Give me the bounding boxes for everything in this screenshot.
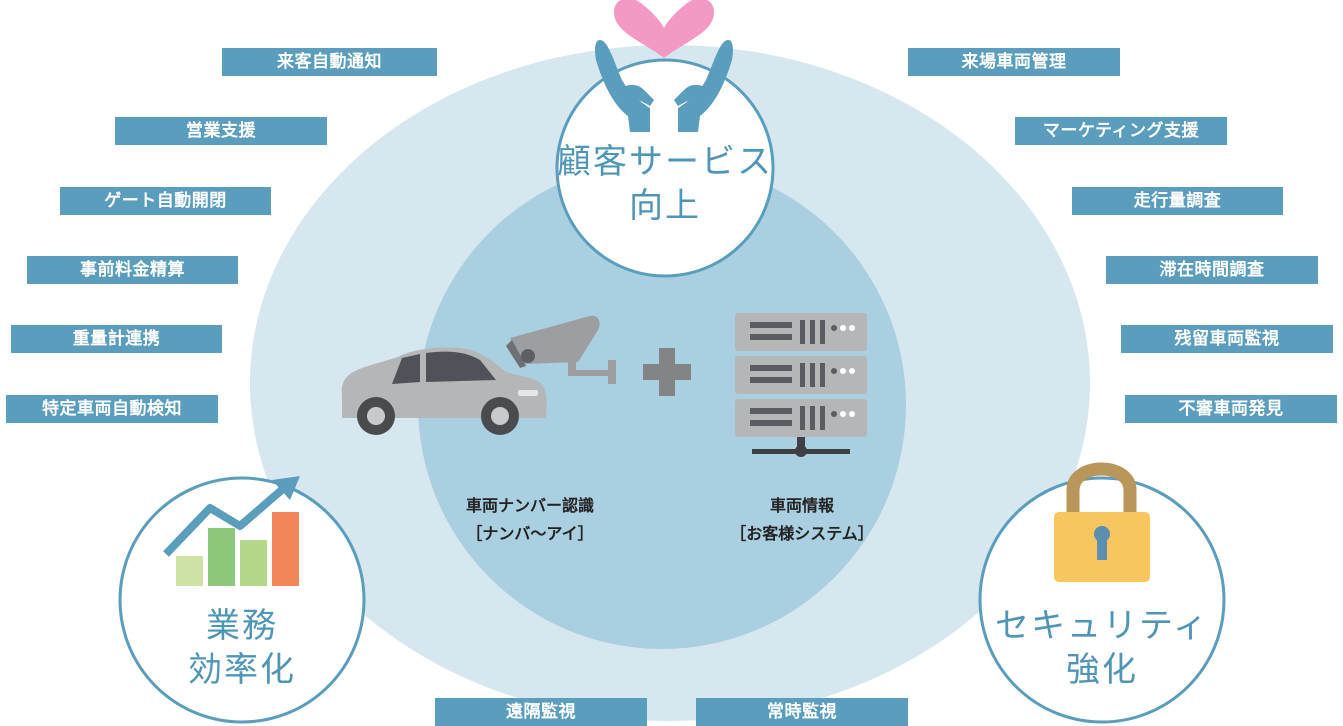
top-circle <box>555 0 775 278</box>
tag-constant-monitoring: 常時監視 <box>696 698 908 726</box>
padlock-icon <box>1054 462 1150 582</box>
vehicle-info-line1: 車両情報 <box>769 496 834 515</box>
security-camera-icon <box>506 315 616 384</box>
plate-recognition-label: 車両ナンバー認識 ［ナンバ〜アイ］ <box>440 492 620 548</box>
plus-icon <box>643 348 691 396</box>
tag-remaining-vehicle-monitoring: 残留車両監視 <box>1121 325 1333 353</box>
left-circle-title: 業務 効率化 <box>140 604 344 692</box>
right-circle-title: セキュリティ 強化 <box>992 604 1212 692</box>
left-circle <box>118 476 366 724</box>
heart-icon <box>614 0 714 58</box>
tag-suspicious-vehicle-detection: 不審車両発見 <box>1125 395 1337 423</box>
tag-traffic-survey: 走行量調査 <box>1072 187 1283 215</box>
right-circle <box>978 462 1226 724</box>
tag-weighbridge: 重量計連携 <box>11 325 222 353</box>
right-circle-line1: セキュリティ <box>995 606 1209 646</box>
growth-chart-icon <box>163 476 300 586</box>
top-circle-title: 顧客サービス 向上 <box>557 140 773 228</box>
right-circle-line2: 強化 <box>1066 650 1138 690</box>
plate-recognition-line2: ［ナンバ〜アイ］ <box>466 524 594 543</box>
tag-specific-vehicle-detection: 特定車両自動検知 <box>6 395 218 423</box>
hands-icon <box>595 40 733 132</box>
tag-dwell-time-survey: 滞在時間調査 <box>1106 256 1318 284</box>
plate-recognition-line1: 車両ナンバー認識 <box>465 496 594 515</box>
tag-prepayment: 事前料金精算 <box>27 256 238 284</box>
top-circle-line1: 顧客サービス <box>557 142 773 182</box>
tag-sales-support: 営業支援 <box>115 117 327 145</box>
tag-marketing-support: マーケティング支援 <box>1015 117 1227 145</box>
left-circle-line1: 業務 <box>206 606 278 646</box>
inner-circle <box>418 161 906 649</box>
vehicle-info-label: 車両情報 ［お客様システム］ <box>712 492 892 548</box>
tag-gate-control: ゲート自動開閉 <box>60 187 271 215</box>
tag-remote-monitoring: 遠隔監視 <box>435 698 647 726</box>
left-circle-line2: 効率化 <box>188 650 296 690</box>
top-circle-line2: 向上 <box>629 186 701 226</box>
tag-vehicle-management: 来場車両管理 <box>908 48 1120 76</box>
server-rack-icon <box>735 313 867 457</box>
tag-visitor-notification: 来客自動通知 <box>222 48 437 76</box>
vehicle-info-line2: ［お客様システム］ <box>730 524 874 543</box>
car-icon <box>341 347 547 435</box>
